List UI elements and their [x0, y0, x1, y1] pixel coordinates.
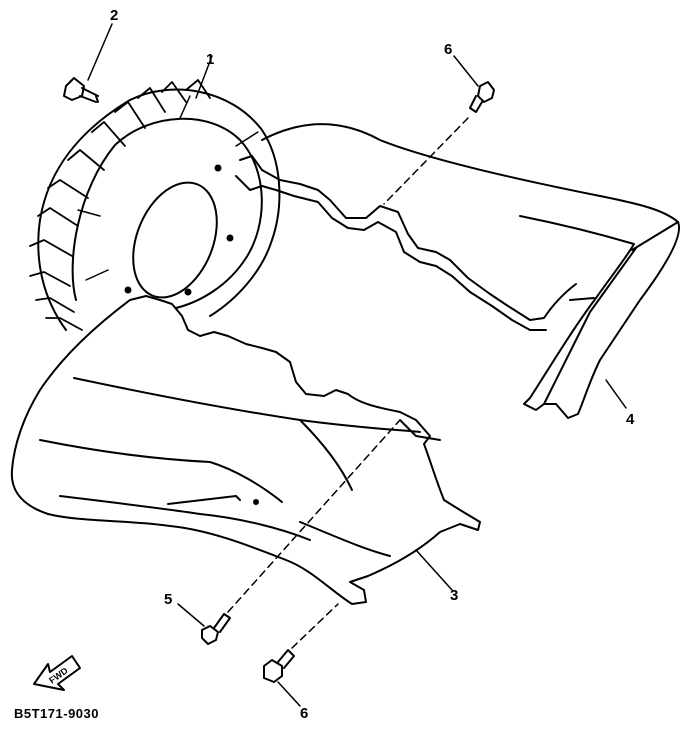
callout-6-top: 6: [444, 41, 453, 58]
cooling-fan: [29, 79, 281, 331]
callout-2: 2: [110, 7, 119, 24]
leader-lines: [87, 23, 627, 707]
callout-6-bottom: 6: [300, 705, 309, 722]
callout-3: 3: [450, 587, 459, 604]
bolt-6-bottom: [263, 649, 295, 683]
callout-1: 1: [206, 51, 215, 68]
lower-air-shroud: [10, 295, 481, 605]
callout-4: 4: [626, 411, 635, 428]
forward-arrow-icon: FWD: [33, 655, 81, 691]
upper-air-shroud: [235, 123, 681, 419]
fan-fins: [29, 79, 211, 331]
callout-5: 5: [164, 591, 173, 608]
bolt-6-top: [469, 81, 495, 113]
screw-2: [63, 77, 99, 103]
bolt-5: [201, 613, 231, 645]
assembly-dash-lines: [227, 117, 469, 649]
reference-code: B5T171-9030: [14, 706, 99, 721]
